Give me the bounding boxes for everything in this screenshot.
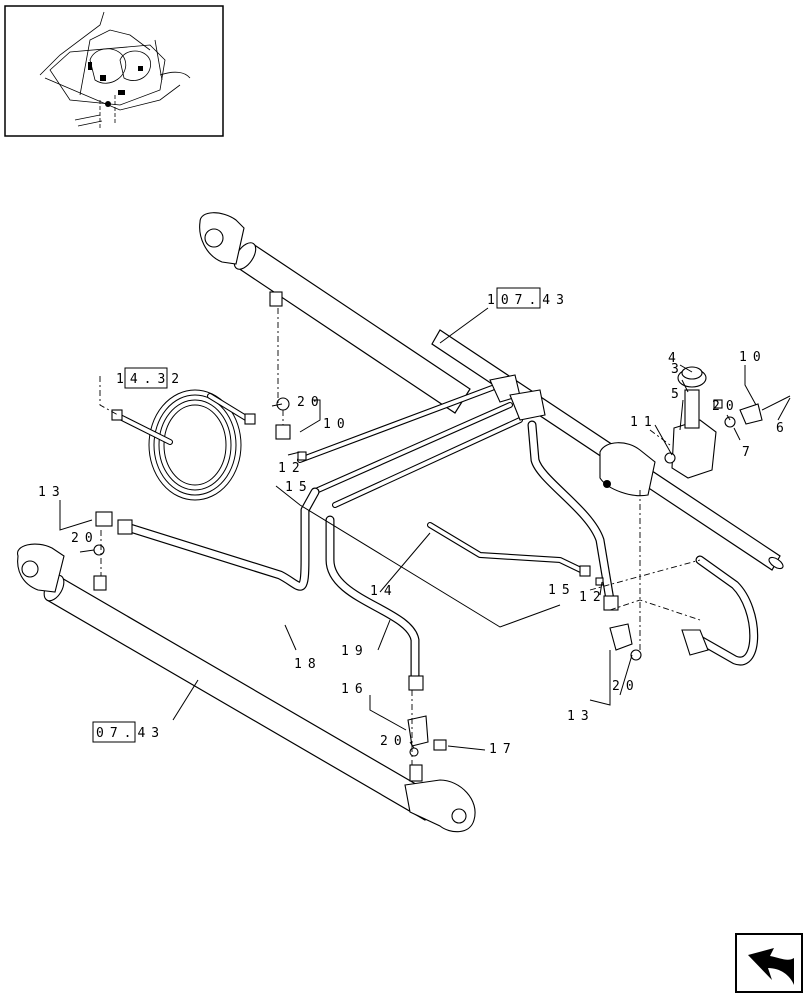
valve-block-assembly — [664, 366, 723, 479]
callout-19: 19 — [341, 644, 369, 659]
callout-18: 18 — [294, 657, 322, 672]
callout-numbers: 3 4 5 6 7 10 10 11 12 12 13 13 14 15 15 … — [38, 350, 790, 757]
callout-20-top: 20 — [297, 395, 325, 410]
callout-13-left: 13 — [38, 485, 66, 500]
callout-12-right: 12 — [579, 590, 607, 605]
callout-13-right: 13 — [567, 709, 595, 724]
next-page-arrow-icon[interactable] — [735, 933, 803, 993]
callout-20-right: 20 — [612, 679, 640, 694]
callout-16: 16 — [341, 682, 369, 697]
steel-tube-assembly — [297, 374, 591, 577]
ref-107-43-label: 107.43 — [487, 293, 570, 308]
reference-box-107-43[interactable]: 107.43 — [487, 287, 570, 309]
leader-lines — [59, 307, 791, 751]
callout-6: 6 — [776, 421, 790, 436]
callout-17: 17 — [489, 742, 517, 757]
callout-20-left: 20 — [71, 531, 99, 546]
reference-box-14-32[interactable]: 14.32 — [116, 367, 185, 389]
callout-20-bottom: 20 — [380, 734, 408, 749]
callout-20-valve: 20 — [712, 399, 740, 414]
callout-5: 5 — [671, 387, 685, 402]
fittings — [93, 395, 791, 757]
reference-box-07-43[interactable]: 07.43 — [92, 721, 165, 743]
callout-10-right: 10 — [739, 350, 767, 365]
ref-07-43-label: 07.43 — [96, 726, 165, 741]
callout-7: 7 — [742, 445, 756, 460]
callout-4: 4 — [668, 351, 682, 366]
hidden-lines — [99, 308, 701, 765]
flexible-hoses — [117, 420, 759, 691]
callout-3: 3 — [671, 362, 685, 377]
coiled-hose-bundle — [111, 389, 256, 501]
callout-15-left: 15 — [285, 480, 313, 495]
overview-thumbnail[interactable] — [4, 5, 224, 137]
callout-10-left: 10 — [323, 417, 351, 432]
callout-11: 11 — [630, 415, 658, 430]
lower-hydraulic-cylinder — [17, 543, 476, 833]
callout-14: 14 — [370, 584, 398, 599]
callout-15-right: 15 — [548, 583, 576, 598]
ref-14-32-label: 14.32 — [116, 372, 185, 387]
callout-12-left: 12 — [278, 461, 306, 476]
